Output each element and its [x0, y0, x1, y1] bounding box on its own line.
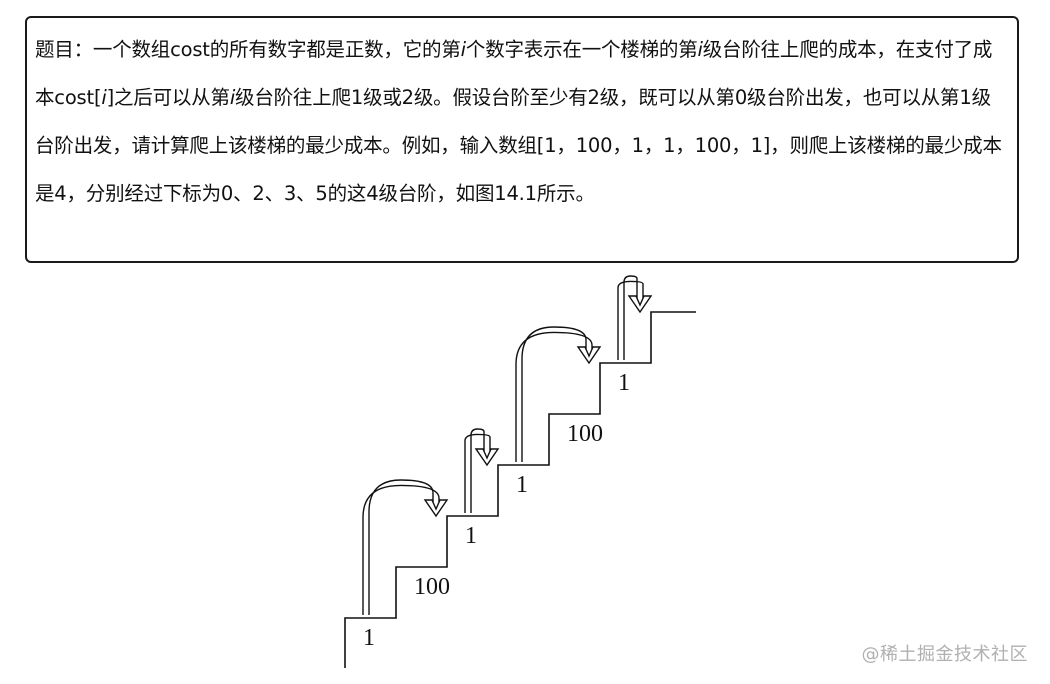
- problem-text-part1: 题目：一个数组cost的所有数字都是正数，它的第: [35, 38, 461, 61]
- variable-i: i: [101, 86, 107, 109]
- step-cost-label: 1: [618, 370, 630, 396]
- variable-i: i: [697, 38, 703, 61]
- variable-i: i: [229, 86, 236, 109]
- jump-arrow-inner: [521, 326, 587, 462]
- arrowhead-icon: [474, 448, 500, 467]
- jump-arrow-inner: [623, 275, 638, 360]
- jump-arrow-outer: [515, 331, 593, 462]
- problem-text-part2: 个数字表示在一个楼梯的第: [465, 38, 698, 61]
- jump-arrow-outer: [362, 484, 440, 615]
- jump-arrow-outer: [464, 433, 491, 513]
- step-cost-label: 1: [516, 472, 528, 498]
- arrowhead-icon: [627, 295, 653, 314]
- step-cost-label: 1: [465, 523, 477, 549]
- stair-outline-path: [344, 311, 696, 668]
- problem-text-part3: 级台阶往上爬的成本，在支付了成本cost[: [35, 38, 993, 109]
- watermark: @稀土掘金技术社区: [861, 644, 1028, 665]
- arrowhead-icon: [576, 346, 602, 365]
- arrowhead-icon: [423, 499, 449, 518]
- step-labels: 1 100 1 1 100 1: [363, 370, 630, 651]
- jump-arrow-inner: [470, 428, 485, 513]
- stair-outline: [344, 311, 696, 668]
- problem-text-part5: 级台阶往上爬1级或2级。假设台阶至少有2级，既可以从第0级台阶出发，也可以从第1…: [35, 86, 1002, 205]
- step-cost-label: 100: [567, 421, 603, 447]
- variable-i: i: [460, 38, 466, 61]
- step-cost-label: 1: [363, 625, 375, 651]
- problem-statement: 题目：一个数组cost的所有数字都是正数，它的第i个数字表示在一个楼梯的第i级台…: [35, 26, 1007, 218]
- problem-text-part4: ]之后可以从第: [106, 86, 230, 109]
- problem-statement-box: 题目：一个数组cost的所有数字都是正数，它的第i个数字表示在一个楼梯的第i级台…: [25, 16, 1019, 263]
- jump-arrow-outer: [617, 280, 644, 360]
- jump-arrow-inner: [368, 479, 434, 615]
- jump-arrows: [362, 275, 653, 615]
- step-cost-label: 100: [414, 574, 450, 600]
